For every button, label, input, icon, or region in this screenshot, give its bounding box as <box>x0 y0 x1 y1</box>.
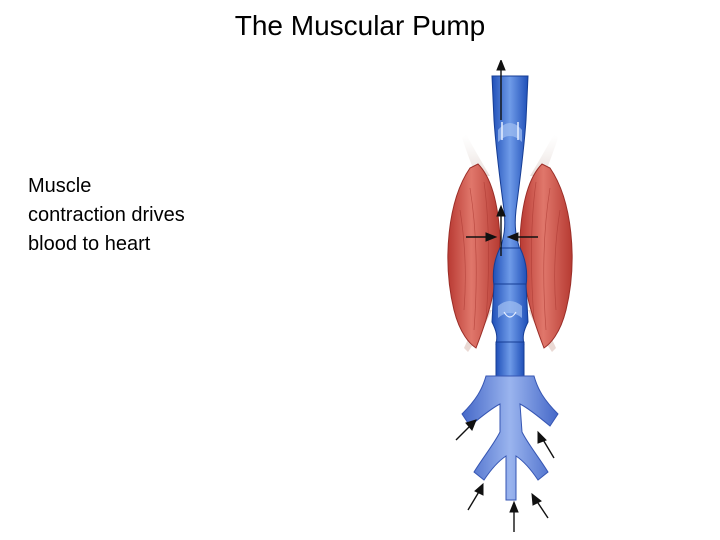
muscular-pump-illustration <box>447 60 573 532</box>
arrow-inward-icon <box>506 232 538 242</box>
vein-base <box>495 341 525 379</box>
arrow-up-icon <box>496 60 506 120</box>
slide-title: The Muscular Pump <box>234 10 486 41</box>
vein-middle <box>492 247 528 287</box>
slide-caption: Muscle contraction drives blood to heart <box>28 172 248 259</box>
vein-branches <box>461 375 559 501</box>
arrow-up-icon <box>509 500 519 532</box>
arrow-diagonal-in-icon <box>455 419 477 441</box>
vein-valve-top <box>498 123 522 142</box>
caption-line: contraction drives <box>28 204 185 226</box>
arrow-inward-icon <box>466 232 498 242</box>
arrow-diagonal-in-icon <box>537 430 555 459</box>
vein-valve-bottom <box>498 301 522 318</box>
arrow-diagonal-in-icon <box>531 492 549 519</box>
caption-line: Muscle <box>28 175 92 197</box>
caption-line: blood to heart <box>28 233 151 255</box>
arrow-up-icon <box>496 204 506 256</box>
vein-lower <box>491 283 529 345</box>
tendon-top-right <box>530 134 558 176</box>
arrow-diagonal-in-icon <box>467 482 484 511</box>
tendon-top-left <box>462 134 490 176</box>
